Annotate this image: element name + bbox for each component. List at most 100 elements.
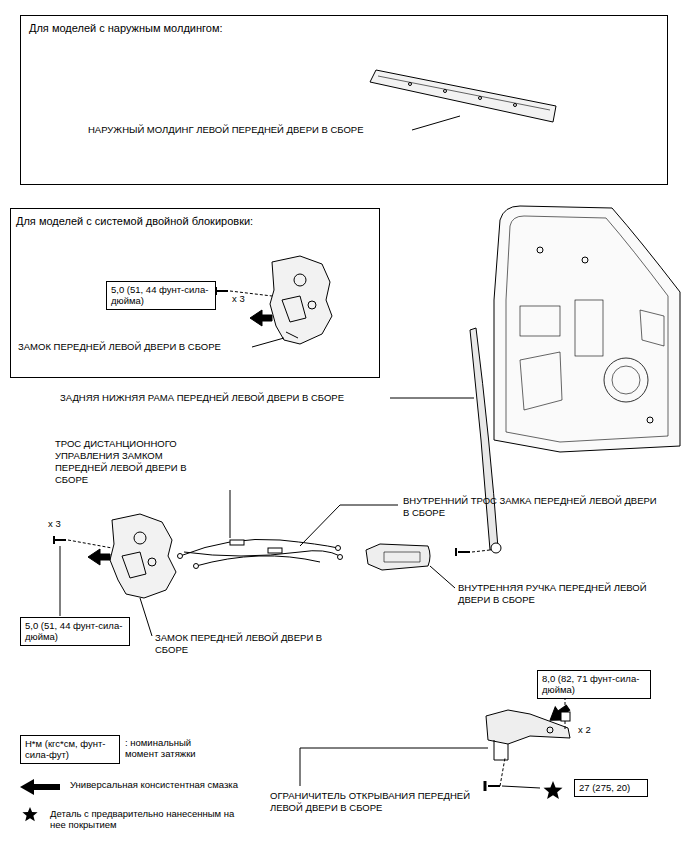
drawing-stroke: [54, 70, 680, 791]
drawing-stroke: [336, 546, 341, 551]
drawing-stroke: [565, 698, 566, 710]
drawing-stroke: [378, 76, 550, 110]
legend-arrow-symbol: [20, 779, 60, 795]
grease-arrow: [545, 701, 572, 727]
leader-line: [502, 786, 540, 788]
torque-value: 8,0 (82, 71 фунт-сила-дюйма): [542, 673, 646, 696]
drawing-stroke: [216, 290, 228, 292]
drawing-stroke: [506, 216, 668, 442]
part-name: ЗАДНЯЯ НИЖНЯЯ РАМА ПЕРЕДНЕЙ ЛЕВОЙ ДВЕРИ …: [60, 392, 344, 404]
frame-bolt: [456, 548, 470, 556]
drawing-stroke: [470, 328, 498, 550]
drawing-stroke: [268, 548, 282, 553]
torque-box: 5,0 (51, 44 фунт-сила-дюйма): [106, 281, 216, 310]
part-name: ЗАМОК ПЕРЕДНЕЙ ЛЕВОЙ ДВЕРИ В СБОРЕ: [155, 632, 325, 656]
torque-box: 27 (275, 20): [574, 779, 648, 797]
drawing-stroke: [514, 104, 517, 107]
nut: [561, 712, 570, 721]
grease-arrow: [250, 310, 272, 326]
drawing-stroke: [500, 758, 505, 786]
drawing-stroke: [370, 70, 556, 122]
panel-heading: Для моделей с наружным молдингом:: [29, 22, 659, 35]
torque-value: 27 (275, 20): [579, 782, 643, 793]
torque-value: Н*м (кгс*см, фунт-сила-фут): [25, 738, 115, 761]
drawing-stroke: [54, 539, 66, 541]
drawing-stroke: [479, 97, 482, 100]
leader-line: [390, 398, 474, 399]
leader-line: [230, 490, 231, 538]
part-name: ТРОС ДИСТАНЦИОННОГО УПРАВЛЕНИЯ ЗАМКОМ ПЕ…: [55, 438, 205, 486]
drawing-stroke: [647, 417, 653, 423]
arrow-shape: [20, 779, 60, 795]
drawing-stroke: [520, 306, 560, 336]
star-shape: [22, 807, 37, 821]
drawing-stroke: [561, 712, 570, 721]
quantity: x 3: [232, 293, 245, 305]
drawing-stroke: [565, 721, 566, 730]
legend-text: Универсальная консистентная смазка: [70, 779, 270, 790]
drawing-stroke: [196, 556, 320, 566]
drawing-stroke: [575, 300, 603, 356]
drawing-stroke: [472, 550, 490, 552]
drawing-stroke: [409, 83, 412, 86]
drawing-stroke: [122, 552, 146, 578]
drawing-stroke: [455, 548, 457, 556]
drawing-stroke: [68, 540, 112, 548]
part-name: ЗАМОК ПЕРЕДНЕЙ ЛЕВОЙ ДВЕРИ В СБОРЕ: [18, 341, 221, 353]
front-door: [494, 206, 680, 452]
outer-molding: [370, 70, 556, 122]
panel-heading: Для моделей с системой двойной блокировк…: [16, 215, 374, 228]
drawing-stroke: [604, 358, 648, 402]
part-name: ВНУТРЕННЯЯ РУЧКА ПЕРЕДНЕЙ ЛЕВОЙ ДВЕРИ В …: [458, 582, 663, 606]
drawing-stroke: [294, 274, 306, 286]
grease-arrow: [88, 549, 110, 565]
drawing-stroke: [494, 206, 680, 452]
door-lock-lower: [110, 514, 176, 598]
variant-panel: Для моделей с наружным молдингом:: [20, 15, 668, 185]
drawing-stroke: [537, 247, 543, 253]
drawing-stroke: [484, 781, 487, 791]
drawing-stroke: [282, 296, 306, 322]
drawing-stroke: [458, 551, 470, 553]
drawing-stroke: [110, 514, 176, 598]
torque-box: 5,0 (51, 44 фунт-сила-дюйма): [20, 617, 130, 646]
leader-line: [140, 598, 152, 636]
drawing-stroke: [384, 552, 420, 562]
drawing-stroke: [184, 551, 340, 556]
leader-line: [300, 505, 398, 546]
drawing-stroke: [194, 564, 199, 569]
inner-handle: [366, 544, 430, 570]
rear-lower-frame: [470, 328, 501, 553]
drawing-stroke: [366, 544, 430, 570]
precoat-star: [544, 781, 563, 799]
drawing-stroke: [270, 256, 332, 344]
leader-line: [412, 116, 460, 130]
leader-line: [300, 748, 488, 786]
drawing-stroke: [494, 740, 508, 760]
cables: [178, 539, 343, 568]
torque-value: 5,0 (51, 44 фунт-сила-дюйма): [111, 284, 211, 307]
drawing-stroke: [547, 727, 553, 733]
drawing-stroke: [444, 90, 447, 93]
drawing-stroke: [520, 352, 562, 410]
legend-text: Деталь с предварительно нанесенным на не…: [50, 808, 250, 831]
drawing-stroke: [230, 540, 244, 545]
quantity: x 2: [578, 724, 591, 736]
part-name: ВНУТРЕННИЙ ТРОС ЗАМКА ПЕРЕДНЕЙ ЛЕВОЙ ДВЕ…: [403, 495, 665, 519]
drawing-stroke: [612, 366, 640, 394]
part-name: ОГРАНИЧИТЕЛЬ ОТКРЫВАНИЯ ПЕРЕДНЕЙ ЛЕВОЙ Д…: [270, 790, 470, 814]
drawing-stroke: [488, 785, 500, 787]
drawing-stroke: [308, 301, 316, 309]
legend-torque-sample: Н*м (кгс*см, фунт-сила-фут): [20, 735, 120, 764]
drawing-stroke: [134, 532, 146, 544]
drawing-stroke: [582, 257, 588, 263]
drawing-stroke: [286, 332, 298, 338]
screw-upper: [216, 287, 228, 295]
part-name: НАРУЖНЫЙ МОЛДИНГ ЛЕВОЙ ПЕРЕДНЕЙ ДВЕРИ В …: [88, 124, 364, 136]
drawing-stroke: [491, 543, 501, 553]
drawing-stroke: [338, 555, 343, 560]
leader-line: [60, 546, 61, 616]
drawing-stroke: [640, 310, 664, 346]
drawing-stroke: [178, 554, 183, 559]
